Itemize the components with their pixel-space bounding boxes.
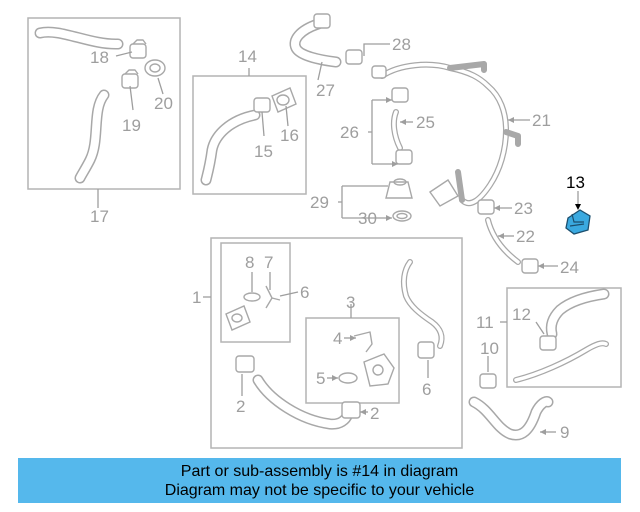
housing-part-3 xyxy=(363,353,395,387)
connector-part-21 xyxy=(144,59,166,77)
callout-18: 17 xyxy=(90,207,109,226)
group-box-1 xyxy=(210,237,463,449)
callout-25: 24 xyxy=(560,258,579,277)
callout-27: 26 xyxy=(340,123,359,142)
callout-7: 6 xyxy=(300,283,309,302)
clip-part-8 xyxy=(265,285,281,309)
callout-12: 11 xyxy=(476,313,494,332)
hose-part-15 xyxy=(200,109,261,186)
oring-part-31 xyxy=(392,210,412,222)
pipe-part-22 xyxy=(379,61,521,207)
clamp-part-11 xyxy=(479,373,497,389)
oring-part-9 xyxy=(243,292,261,302)
callout-19: 18 xyxy=(90,48,109,67)
clamp-part-25 xyxy=(521,258,539,274)
callout-9: 8 xyxy=(245,253,254,272)
hose-part-12-upper xyxy=(545,288,610,340)
info-banner: Part or sub-assembly is #14 in diagram D… xyxy=(18,458,621,503)
callout-26: 25 xyxy=(416,113,435,132)
hose-part-23 xyxy=(485,217,521,265)
hose-part-2 xyxy=(252,374,354,430)
hose-part-28 xyxy=(289,18,342,68)
clamp-part-19 xyxy=(129,39,147,59)
hose-part-18-upper xyxy=(34,26,124,50)
hose-part-26 xyxy=(390,109,403,151)
clamp-part-27-upper xyxy=(391,87,409,103)
clamp-part-24 xyxy=(477,199,495,215)
callout-2-right: 2 xyxy=(370,404,379,423)
bracket-part-4 xyxy=(353,331,373,353)
callout-13: 12 xyxy=(512,305,531,324)
group-box-18 xyxy=(27,17,181,190)
connector-part-17 xyxy=(271,87,297,113)
banner-line-2: Diagram may not be specific to your vehi… xyxy=(164,482,475,499)
callout-16: 15 xyxy=(254,142,273,161)
hose-part-18-lower xyxy=(74,89,110,184)
callout-3: 3 xyxy=(346,293,355,312)
callout-11: 10 xyxy=(480,339,499,358)
pipe-part-6 xyxy=(400,259,445,349)
callout-20: 19 xyxy=(122,116,141,135)
callout-6: 6 xyxy=(422,380,431,399)
oring-part-5 xyxy=(338,372,358,384)
arrow-heads xyxy=(332,97,581,435)
callout-24: 23 xyxy=(514,199,533,218)
clamp-part-16 xyxy=(253,97,271,113)
callout-31: 30 xyxy=(358,209,377,228)
clamp-part-20 xyxy=(121,69,139,89)
thermostat-part-30 xyxy=(385,178,413,199)
clamp-part-29-upper xyxy=(313,13,331,29)
callout-8: 7 xyxy=(264,253,273,272)
clamp-part-13 xyxy=(539,335,557,351)
callout-28: 27 xyxy=(316,81,335,100)
clamp-part-27-lower xyxy=(395,149,413,165)
group-box-7 xyxy=(220,242,291,343)
callout-22: 21 xyxy=(532,111,551,130)
callout-29: 28 xyxy=(392,35,411,54)
highlighted-part-14[interactable] xyxy=(565,209,591,235)
valve-part-6 xyxy=(417,341,435,359)
fitting-part-22-b xyxy=(429,179,459,207)
callout-5: 5 xyxy=(316,369,325,388)
clamp-part-2-lower xyxy=(341,401,361,419)
callout-23: 22 xyxy=(516,227,535,246)
pipe-part-12-lower xyxy=(513,340,609,383)
callout-1: 1 xyxy=(192,288,201,307)
connector-part-7 xyxy=(225,305,251,331)
callout-15: 14 xyxy=(238,47,257,66)
group-box-12 xyxy=(506,287,622,388)
callout-4: 4 xyxy=(333,329,342,348)
callout-17: 16 xyxy=(280,126,299,145)
callout-2-left: 2 xyxy=(236,397,245,416)
callout-21: 20 xyxy=(154,94,173,113)
callout-30: 29 xyxy=(310,193,329,212)
callout-14[interactable]: 13 xyxy=(566,173,585,192)
clamp-part-29-lower xyxy=(345,49,363,65)
banner-line-1: Part or sub-assembly is #14 in diagram xyxy=(180,463,459,480)
hose-part-10 xyxy=(468,396,554,441)
clamp-part-2-upper xyxy=(235,355,255,373)
callout-10: 9 xyxy=(560,423,569,442)
clamp-part-22-a xyxy=(371,65,387,79)
